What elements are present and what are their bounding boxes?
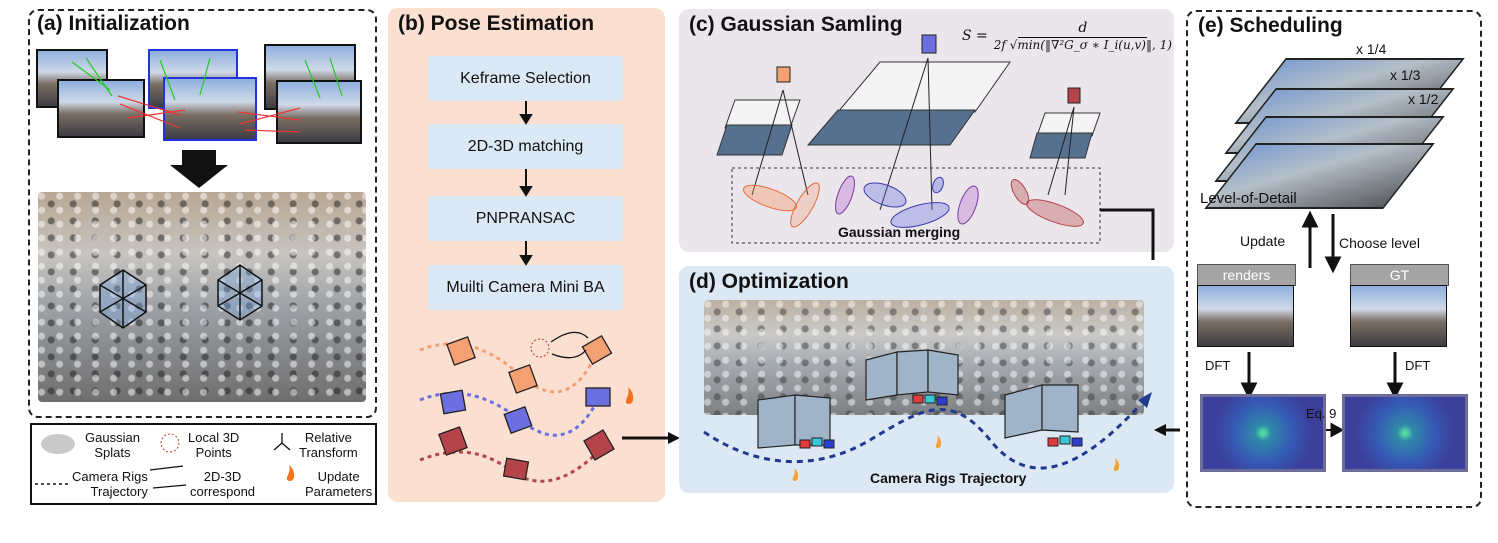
choose-level-label: Choose level <box>1339 235 1420 251</box>
gt-spectrum <box>1342 394 1468 472</box>
gaussian-sampling-graphics <box>716 34 1155 260</box>
render-image <box>1197 285 1294 347</box>
feature-match-lines <box>71 57 343 188</box>
renders-label: renders <box>1197 264 1296 286</box>
panel-b-title: (b) Pose Estimation <box>398 12 595 35</box>
local-points-icon <box>160 433 180 453</box>
panel-a <box>28 9 377 418</box>
render-spectrum <box>1200 394 1326 472</box>
update-label: Update <box>1240 233 1286 249</box>
input-image <box>276 80 362 144</box>
gt-image <box>1350 285 1447 347</box>
legend-symbols <box>35 433 295 489</box>
scale-formula: S = d 2f √min(‖∇²G_σ ∗ I_i(u,v)‖, 1) <box>962 20 1172 52</box>
camera-rig-icons <box>99 264 263 329</box>
step-multi-camera-mini-ba: Muilti Camera Mini BA <box>428 265 623 310</box>
step-keyframe-selection: Keframe Selection <box>428 56 623 101</box>
legend <box>30 423 377 505</box>
formula-numerator: d <box>1018 20 1148 38</box>
relative-transform-icon <box>273 433 291 451</box>
down-arrow-icon <box>170 150 228 188</box>
eq-label: Eq. 9 <box>1306 406 1337 421</box>
pose-flow-graphics <box>419 101 680 483</box>
input-image <box>163 77 257 141</box>
gaussian-merging-label: Gaussian merging <box>838 224 961 240</box>
panel-e-title: (e) Scheduling <box>1198 14 1343 37</box>
correspond-arrows-icon <box>149 465 187 489</box>
panel-e <box>1186 10 1482 508</box>
step-2d3d-matching: 2D-3D matching <box>428 124 623 169</box>
gt-label: GT <box>1350 264 1449 286</box>
lod-label: Level-of-Detail <box>1200 190 1297 207</box>
panel-c-title: (c) Gaussian Samling <box>689 13 903 36</box>
formula-lhs: S = <box>962 28 988 44</box>
initial-point-cloud <box>38 192 366 402</box>
scale-label-quarter: x 1/4 <box>1356 41 1387 57</box>
scale-label-half: x 1/2 <box>1408 91 1439 107</box>
step-pnpransac: PNPRANSAC <box>428 196 623 241</box>
trajectory-label: Camera Rigs Trajectory <box>870 470 1027 486</box>
formula-denominator: 2f √min(‖∇²G_σ ∗ I_i(u,v)‖, 1) <box>993 38 1172 52</box>
flame-icon <box>286 465 295 481</box>
optimization-graphics <box>703 349 1180 481</box>
dft-label-right: DFT <box>1405 358 1431 373</box>
dft-label-left: DFT <box>1205 358 1231 373</box>
gaussian-splat-icon <box>41 434 75 454</box>
panel-a-title: (a) Initialization <box>37 12 190 35</box>
flame-icon <box>625 387 634 404</box>
panel-d-title: (d) Optimization <box>689 270 849 293</box>
scale-label-third: x 1/3 <box>1390 67 1421 83</box>
